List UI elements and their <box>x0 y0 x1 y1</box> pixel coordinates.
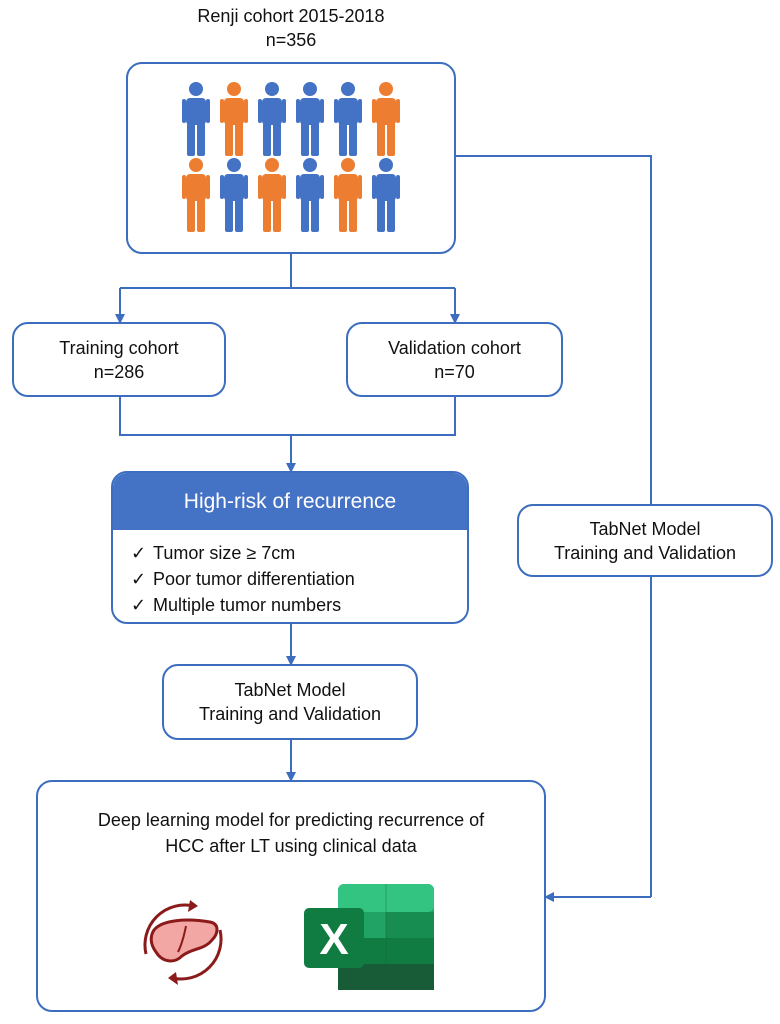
training-cohort-count: n=286 <box>93 361 145 382</box>
training-cohort-box: Training cohort n=286 <box>12 322 226 397</box>
high-risk-title: High-risk of recurrence <box>113 473 467 530</box>
cohort-title: Renji cohort 2015-2018 n=356 <box>141 4 441 52</box>
person-icon <box>372 82 400 156</box>
person-icon <box>372 158 400 232</box>
tabnet-center-line2: Training and Validation <box>198 704 382 724</box>
tabnet-right-line2: Training and Validation <box>553 542 737 563</box>
final-model-line2: HCC after LT using clinical data <box>165 836 417 856</box>
person-icon <box>220 82 248 156</box>
person-icon <box>220 158 248 232</box>
criterion-text: Poor tumor differentiation <box>153 569 355 589</box>
training-cohort-label: Training cohort <box>59 337 179 358</box>
criterion-item: ✓ Tumor size ≥ 7cm <box>131 541 295 565</box>
criterion-text: Multiple tumor numbers <box>153 595 342 615</box>
validation-cohort-label: Validation cohort <box>388 337 521 358</box>
person-icon <box>334 82 362 156</box>
person-icon <box>334 158 362 232</box>
cohort-box <box>126 62 456 254</box>
liver-icon <box>143 900 223 985</box>
final-model-line1: Deep learning model for predicting recur… <box>97 810 485 830</box>
excel-letter: X <box>319 915 348 964</box>
tabnet-right-box: TabNet Model Training and Validation <box>517 504 773 577</box>
person-icon <box>182 82 210 156</box>
person-icon <box>296 82 324 156</box>
criterion-item: ✓ Multiple tumor numbers <box>131 593 341 617</box>
right-branch-connector <box>455 155 652 897</box>
split-connector <box>120 254 455 289</box>
cohort-title-line1: Renji cohort 2015-2018 <box>197 6 385 26</box>
person-icon <box>258 82 286 156</box>
check-icon: ✓ <box>131 569 147 589</box>
excel-icon: X <box>304 884 434 990</box>
tabnet-right-line1: TabNet Model <box>589 518 701 539</box>
final-model-box: Deep learning model for predicting recur… <box>36 780 546 1012</box>
person-icon <box>182 158 210 232</box>
criterion-item: ✓ Poor tumor differentiation <box>131 567 355 591</box>
check-icon: ✓ <box>131 543 147 563</box>
criterion-text: Tumor size ≥ 7cm <box>153 543 296 563</box>
high-risk-box: High-risk of recurrence ✓ Tumor size ≥ 7c… <box>111 471 469 624</box>
merge-connector <box>119 397 456 436</box>
validation-cohort-count: n=70 <box>434 361 475 382</box>
check-icon: ✓ <box>131 595 147 615</box>
tabnet-center-line1: TabNet Model <box>234 680 346 700</box>
validation-cohort-box: Validation cohort n=70 <box>346 322 563 397</box>
tabnet-center-box: TabNet Model Training and Validation <box>162 664 418 740</box>
person-icon <box>258 158 286 232</box>
person-icon <box>296 158 324 232</box>
cohort-title-line2: n=356 <box>265 30 317 50</box>
